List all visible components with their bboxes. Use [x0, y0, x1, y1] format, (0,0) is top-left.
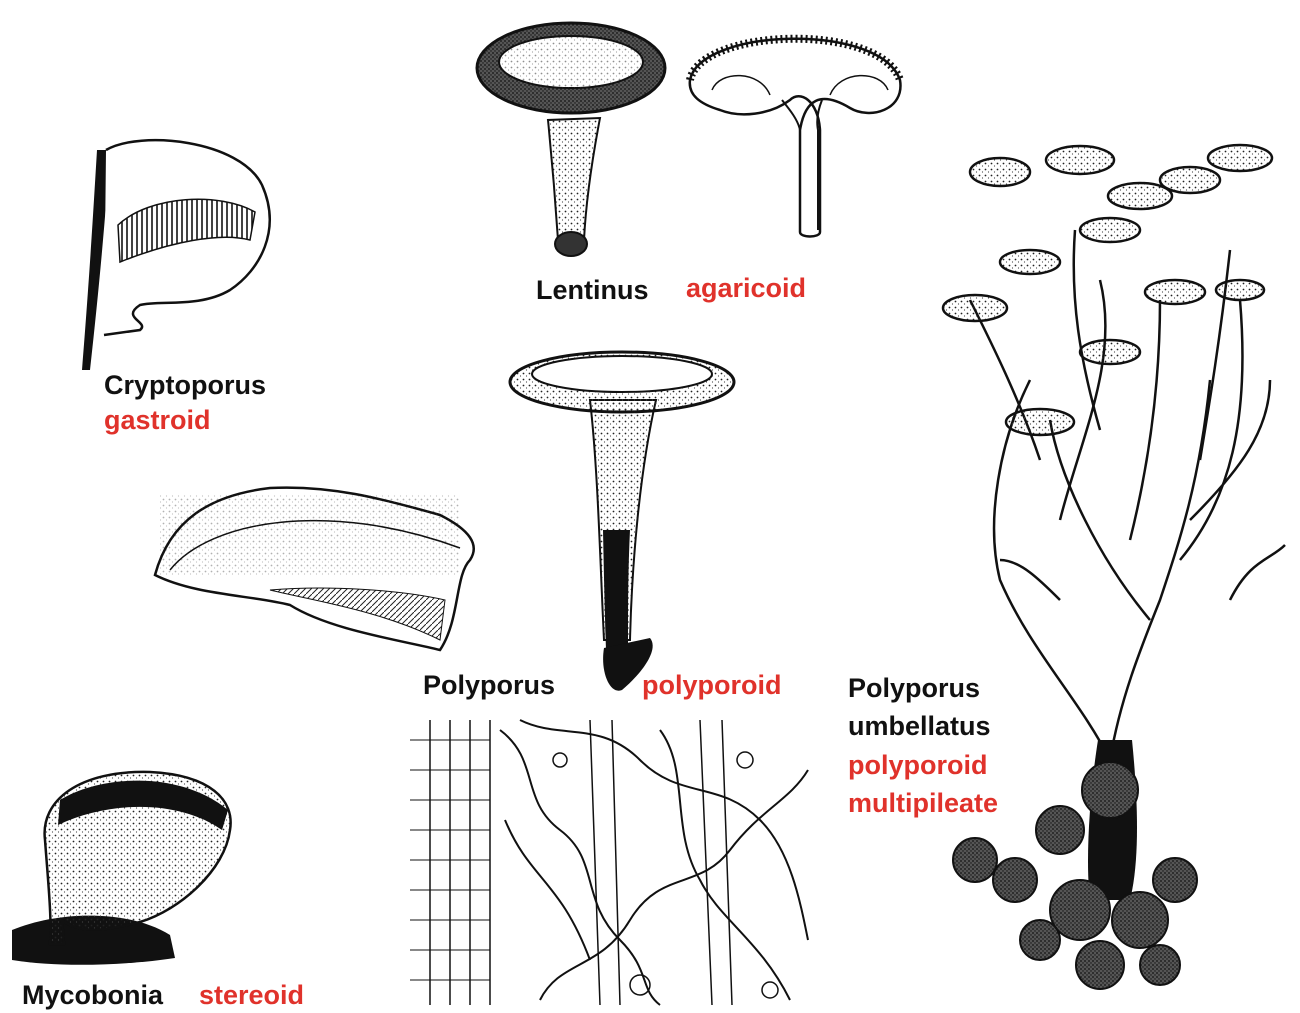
lentinus-form-label: agaricoid: [686, 275, 806, 302]
lentinus-genus-label: Lentinus: [536, 277, 649, 304]
cryptoporus-form-label: gastroid: [104, 407, 211, 434]
hyphal-system-drawing: [410, 715, 810, 1005]
lentinus-fruitbody-drawing: [477, 23, 665, 256]
lentinus-section-drawing: [690, 39, 901, 237]
cryptoporus-section-drawing: [82, 140, 270, 370]
umbellatus-form2-label: multipileate: [848, 790, 998, 817]
cryptoporus-genus-label: Cryptoporus: [104, 372, 266, 399]
polyporus-genus-label: Polyporus: [423, 672, 555, 699]
polyporus-umbellatus-drawing: [943, 145, 1285, 989]
umbellatus-species-label: umbellatus: [848, 713, 991, 740]
mycobonia-drawing: [12, 772, 231, 965]
mycobonia-form-label: stereoid: [199, 982, 304, 1009]
polyporus-fruitbody-drawing: [510, 352, 734, 691]
pileus-section-drawing: [155, 488, 474, 650]
mycobonia-genus-label: Mycobonia: [22, 982, 163, 1009]
umbellatus-genus-label: Polyporus: [848, 675, 980, 702]
polyporus-form-label: polyporoid: [642, 672, 781, 699]
umbellatus-form-label: polyporoid: [848, 752, 987, 779]
